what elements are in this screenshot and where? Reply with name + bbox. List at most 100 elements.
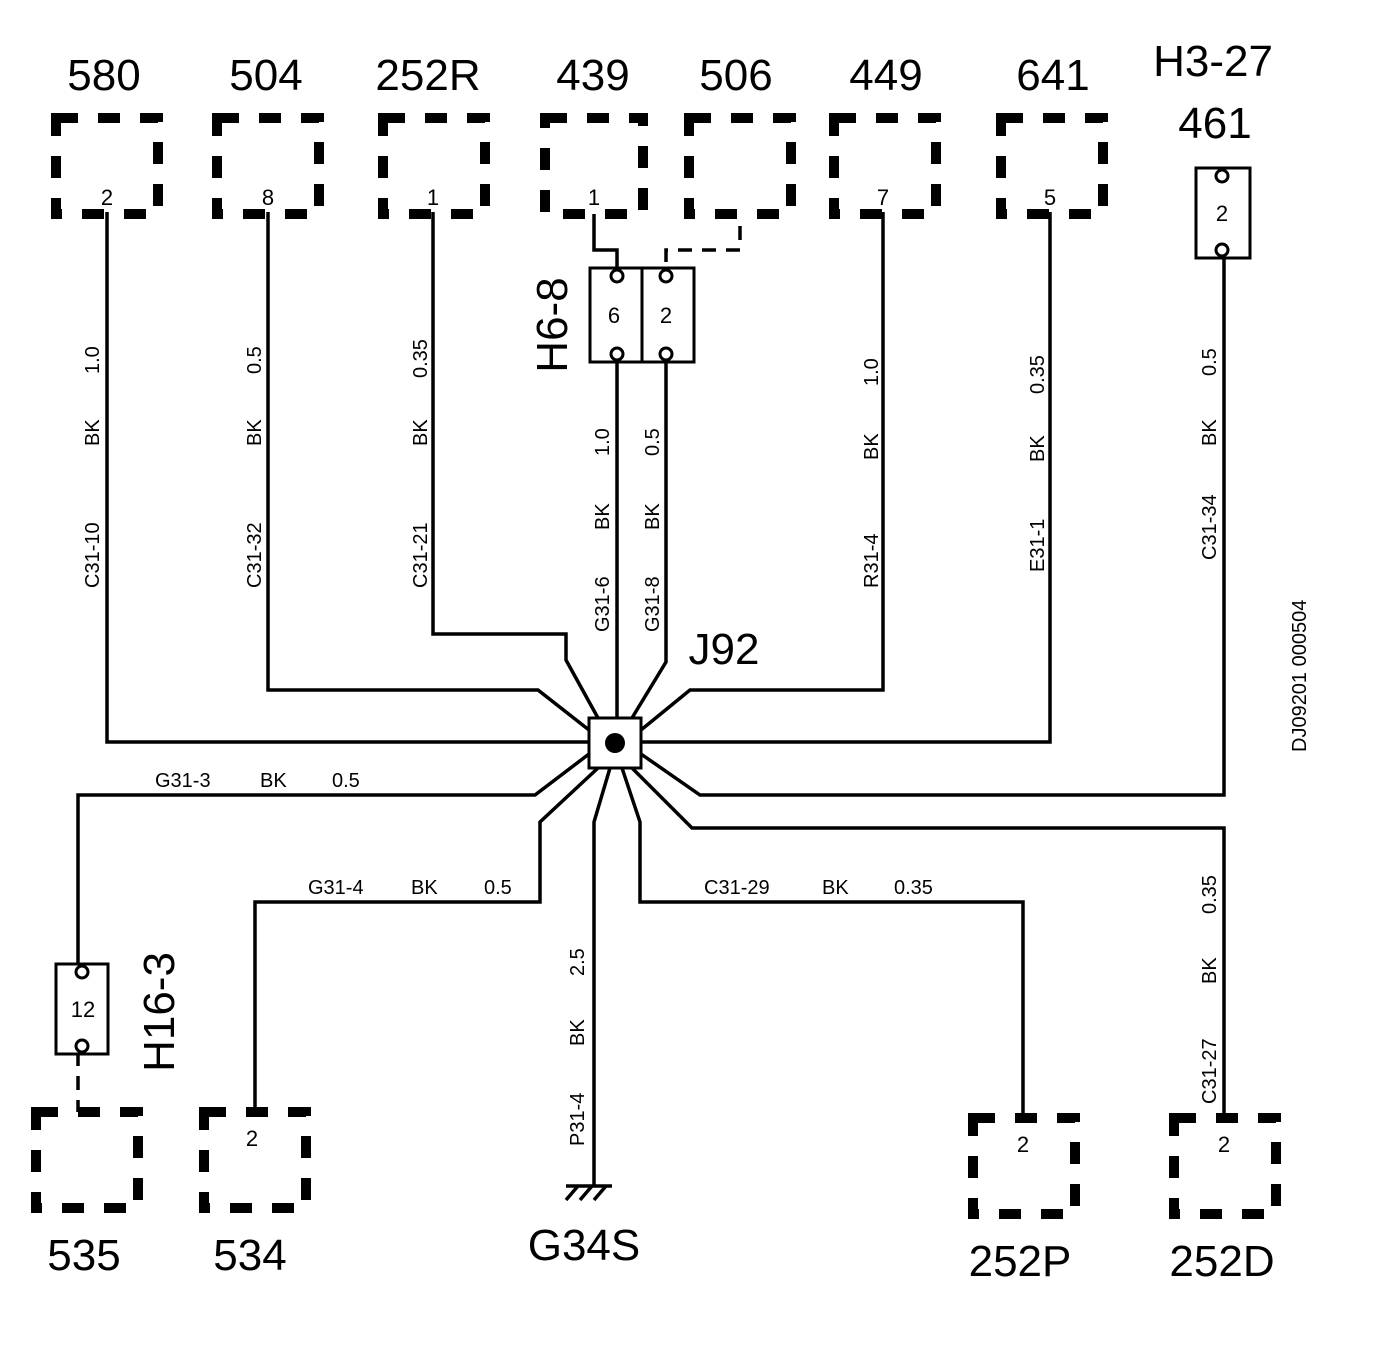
component-641-pin: 5 [1044,185,1056,210]
connector-h6-8-pin-a: 6 [608,303,620,328]
wire-r31-4-size: 1.0 [861,358,883,386]
wire-c31-10-color: BK [82,419,104,446]
component-534-label: 534 [213,1231,286,1280]
connector-h6-8[interactable]: 6 2 H6-8 [528,266,696,373]
ground-g34s-label: G34S [528,1221,641,1270]
component-641-label: 641 [1016,51,1089,100]
wire-r31-4-id: R31-4 [861,534,883,588]
wire-c31-10-id: C31-10 [82,522,104,588]
component-461-pin: 2 [1216,201,1228,226]
wire-c31-10[interactable] [105,212,589,744]
wire-c31-27-size: 0.35 [1199,875,1221,914]
wire-c31-32-color: BK [244,419,266,446]
splice-node [605,733,625,753]
component-641[interactable]: 641 5 [996,51,1108,219]
wire-c31-21-color: BK [410,419,432,446]
wire-c31-10-size: 1.0 [82,346,104,374]
connector-h16-3[interactable]: 12 H16-3 [54,952,184,1072]
wire-c31-34-color: BK [1199,419,1221,446]
connector-h6-8-pin-b: 2 [660,303,672,328]
wire-c31-29[interactable] [620,767,1025,1118]
splice-j92-label: J92 [689,625,760,674]
component-506[interactable]: 506 [684,51,796,219]
component-535-label: 535 [47,1231,120,1280]
component-504-label: 504 [229,51,302,100]
component-252r-pin: 1 [427,185,439,210]
component-439[interactable]: 439 1 [540,51,648,219]
wire-c31-32-id: C31-32 [244,522,266,588]
splice-j92[interactable]: J92 [587,625,760,770]
wire-c31-32[interactable] [266,212,591,732]
component-439-label: 439 [556,51,629,100]
wire-r31-4[interactable] [639,212,885,732]
component-252r[interactable]: 252R 1 [375,51,490,219]
wire-g31-4-id: G31-4 [308,877,364,899]
wires [76,212,1226,1186]
wire-r31-4-color: BK [861,433,883,460]
component-449-pin: 7 [877,185,889,210]
connector-h16-3-label: H16-3 [135,952,184,1072]
component-535[interactable]: 535 [31,1107,143,1280]
connector-h6-8-label: H6-8 [528,277,577,372]
wire-g31-3-id: G31-3 [155,770,211,792]
drawing-id: DJ09201 000504 [1289,600,1311,752]
ground-g34s[interactable]: G34S [528,1184,641,1270]
wire-g31-4[interactable] [253,766,600,1112]
component-439-pin: 1 [588,185,600,210]
wire-g31-3[interactable] [76,752,591,966]
wire-506-link[interactable] [664,226,742,272]
wire-c31-27[interactable] [630,766,1226,1118]
wire-c31-21-size: 0.35 [410,339,432,378]
wire-e31-1[interactable] [641,212,1052,744]
wire-g31-8[interactable] [630,354,668,719]
component-580-pin: 2 [101,185,113,210]
wire-c31-32-size: 0.5 [244,346,266,374]
wire-p31-4[interactable] [592,767,612,1186]
component-252p[interactable]: 2 252P [968,1113,1080,1286]
component-534[interactable]: 2 534 [199,1107,311,1280]
wire-p31-4-id: P31-4 [567,1093,589,1146]
component-449-label: 449 [849,51,922,100]
wire-c31-29-id: C31-29 [704,877,770,899]
wire-e31-1-size: 0.35 [1027,355,1049,394]
component-504[interactable]: 504 8 [212,51,324,219]
wire-c31-21-id: C31-21 [410,522,432,588]
wire-g31-3-color: BK [260,770,287,792]
wire-c31-34[interactable] [640,252,1226,797]
component-252r-label: 252R [375,51,480,100]
wire-e31-1-id: E31-1 [1027,519,1049,572]
component-252p-pin: 2 [1017,1132,1029,1157]
component-534-pin: 2 [246,1126,258,1151]
component-461[interactable]: H3-27 461 2 [1153,37,1273,260]
wire-439-link[interactable] [592,214,619,272]
component-461-location: H3-27 [1153,37,1273,86]
wire-c31-29-color: BK [822,877,849,899]
component-449[interactable]: 449 7 [829,51,941,219]
wire-c31-29-size: 0.35 [894,877,933,899]
wire-g31-3-size: 0.5 [332,770,360,792]
connector-h16-3-pin: 12 [71,997,95,1022]
wire-c31-27-id: C31-27 [1199,1038,1221,1104]
wire-g31-8-color: BK [642,503,664,530]
component-252d-label: 252D [1169,1237,1274,1286]
wire-p31-4-size: 2.5 [567,948,589,976]
wire-c31-34-size: 0.5 [1199,348,1221,376]
component-580-label: 580 [67,51,140,100]
wire-g31-8-id: G31-8 [642,576,664,632]
component-252d-pin: 2 [1218,1132,1230,1157]
wire-g31-6-color: BK [592,503,614,530]
component-506-label: 506 [699,51,772,100]
component-580[interactable]: 580 2 [51,51,163,219]
wire-e31-1-color: BK [1027,435,1049,462]
wire-g31-6-size: 1.0 [592,428,614,456]
wire-c31-21[interactable] [431,212,600,719]
wire-g31-8-size: 0.5 [642,428,664,456]
wire-g31-4-size: 0.5 [484,877,512,899]
component-252d[interactable]: 2 252D [1169,1113,1281,1286]
wire-g31-6-id: G31-6 [592,576,614,632]
component-504-pin: 8 [262,185,274,210]
component-252p-label: 252P [969,1237,1072,1286]
wire-labels-vertical: C31-10 BK 1.0 C31-32 BK 0.5 C31-21 BK 0.… [82,339,1221,1146]
wire-g31-4-color: BK [411,877,438,899]
